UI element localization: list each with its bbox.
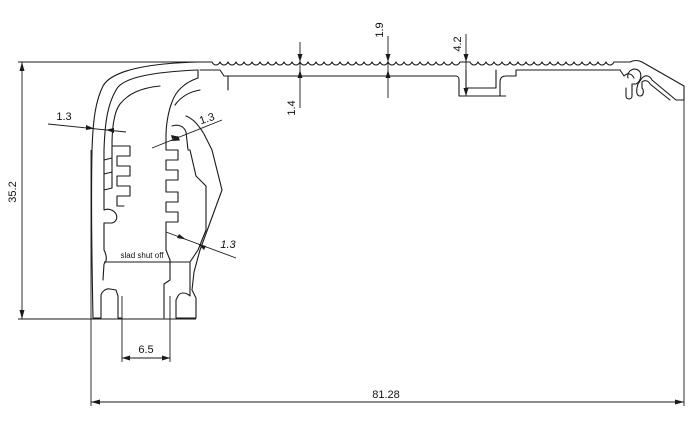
base-gap-label: 6.5 [138, 344, 153, 356]
center-fin-outer [171, 89, 223, 319]
groove-depth-label: 1.9 [374, 22, 386, 37]
outer-left-wall [91, 61, 201, 319]
width-label: 81.28 [372, 389, 400, 401]
inner-wall-arrow-2 [171, 135, 180, 139]
slot-note-label: slad shut off [121, 251, 165, 260]
step-height-arrow-top [463, 54, 469, 62]
gap-arrow-right [162, 355, 170, 361]
gap-arrow-left [122, 355, 130, 361]
right-nose [613, 59, 685, 101]
center-fin-column [163, 69, 199, 319]
height-arrow-top [19, 62, 25, 71]
inner-wall-label: 1.3 [198, 111, 216, 127]
left-wall-arrow [86, 125, 94, 130]
left-chamber-teeth [102, 199, 118, 281]
fin-wall-arrow [177, 234, 186, 240]
left-wall-arrow-2 [106, 128, 114, 133]
left-chamber-column [103, 85, 161, 207]
groove-depth-arrow-bottom [385, 70, 391, 78]
inner-wall-leader [151, 119, 223, 149]
step-height-arrow-bottom [463, 88, 469, 96]
top-tread-serrated [199, 61, 631, 66]
dimension-lines [18, 34, 685, 406]
top-thickness-arrow-top [297, 54, 303, 62]
height-label: 35.2 [7, 181, 19, 202]
step-height-label: 4.2 [452, 36, 464, 51]
width-arrow-right [675, 399, 684, 405]
fin-wall-arrow-2 [198, 244, 206, 250]
groove-depth-arrow-top [385, 54, 391, 62]
left-wall-label: 1.3 [56, 111, 71, 123]
profile-outline [91, 59, 685, 319]
top-tread-underside [199, 69, 621, 97]
top-thickness-arrow-bottom [297, 70, 303, 78]
fin-wall-label: 1.3 [220, 239, 236, 251]
dimension-labels: 35.2 81.28 6.5 1.3 1.3 1.3 slad shut off… [7, 22, 464, 401]
height-arrow-bottom [19, 310, 25, 319]
width-arrow-left [91, 399, 100, 405]
nose-hook-eye [625, 68, 642, 100]
top-thickness-label: 1.4 [286, 100, 298, 115]
step-boss [465, 69, 497, 89]
inner-left-wall [103, 69, 199, 201]
